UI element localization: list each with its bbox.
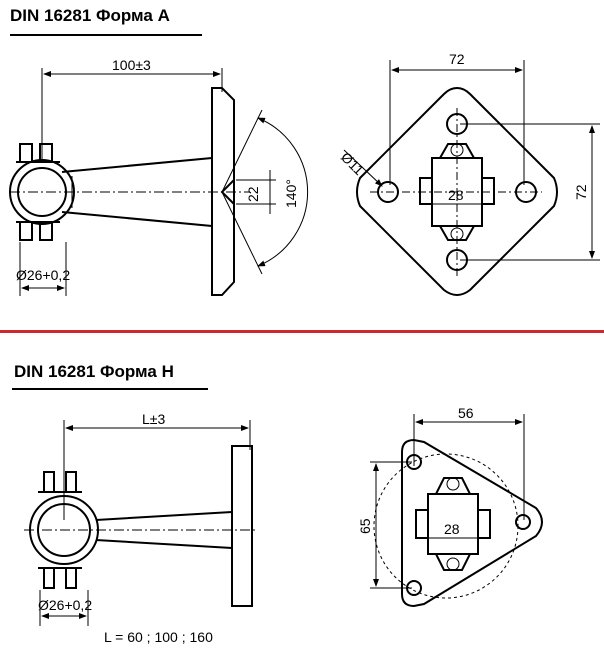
form-a-flange (211, 87, 235, 296)
form-a-front-view: 72 72 Ø11 28 (338, 51, 600, 296)
form-h-diameter-label: Ø26+0,2 (38, 597, 92, 613)
form-h-flange (231, 445, 253, 607)
form-a-diamond-plate (356, 86, 558, 296)
form-h-length-label: L±3 (142, 411, 165, 427)
form-a-diameter-label: Ø26+0,2 (16, 267, 70, 283)
form-h-center-label: 28 (444, 521, 460, 537)
form-a-angle-arc (257, 117, 309, 267)
form-h-front-view: 56 65 28 (357, 405, 543, 608)
form-a-height-label: 72 (573, 184, 589, 200)
form-h-width-label: 56 (458, 405, 474, 421)
form-h-triangle-plate (401, 438, 543, 608)
form-a-width-label: 72 (449, 51, 465, 67)
form-h-height-label: 65 (357, 518, 373, 534)
form-a-arm (61, 157, 213, 227)
form-a-angle-label: 140° (283, 179, 299, 208)
section-h-title: DIN 16281 Форма H (14, 362, 174, 381)
form-h-arm (95, 511, 233, 549)
form-a-side-view: 100±3 22 140° Ø26+0,2 (9, 57, 309, 296)
form-h-lengths-note: L = 60 ; 100 ; 160 (104, 629, 213, 645)
section-divider (0, 330, 604, 333)
section-a-title: DIN 16281 Форма A (10, 6, 170, 25)
form-h-side-view: L±3 Ø26+0,2 L = 60 ; 100 ; 160 (24, 411, 258, 645)
form-a-gap-label: 22 (245, 186, 261, 202)
section-a-title-underline (10, 34, 202, 36)
form-a-length-label: 100±3 (112, 57, 151, 73)
section-h-title-underline (12, 388, 208, 390)
form-a-center-label: 28 (448, 187, 464, 203)
